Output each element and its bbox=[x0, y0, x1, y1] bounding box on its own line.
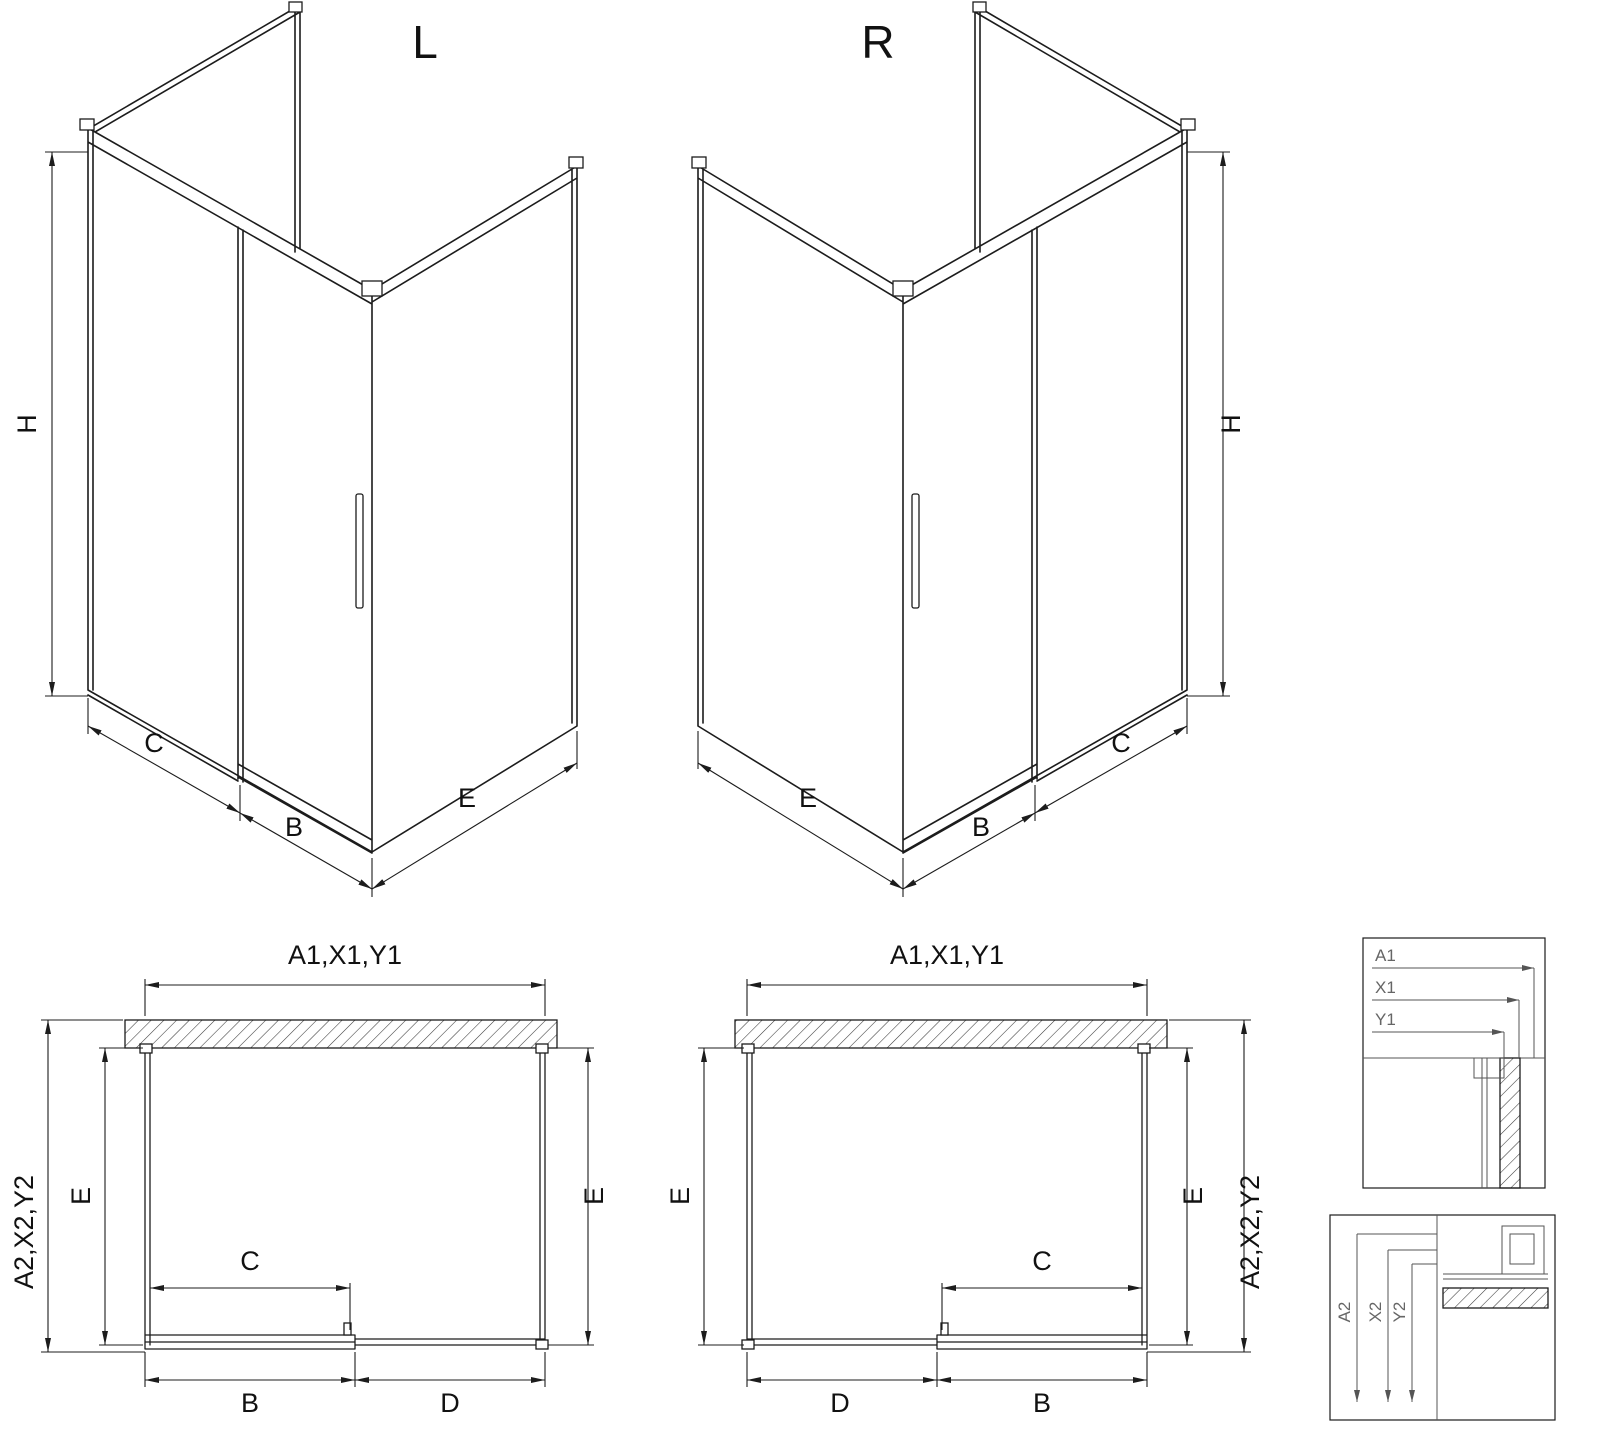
dim-e: E bbox=[371, 731, 578, 890]
wall-profile bbox=[535, 1043, 549, 1054]
dim-width: A1,X1,Y1 bbox=[746, 940, 1148, 1016]
dim-label-h: H bbox=[1216, 414, 1246, 434]
dim-d: D bbox=[355, 1352, 546, 1418]
wall-section-detail bbox=[1499, 1057, 1521, 1189]
dim-label-e-right: E bbox=[1178, 1187, 1208, 1205]
dim-label-c: C bbox=[1032, 1246, 1052, 1276]
wall-bracket bbox=[1180, 118, 1196, 131]
dim-label-width: A1,X1,Y1 bbox=[288, 940, 402, 970]
wall-section bbox=[734, 1019, 1168, 1049]
dim-e-right: E bbox=[548, 1047, 609, 1346]
mounting-profile bbox=[1501, 1225, 1545, 1275]
dim-label-h: H bbox=[12, 414, 42, 434]
view-label-left: L bbox=[412, 16, 438, 68]
dim-label-c: C bbox=[144, 728, 164, 758]
dim-label-e-left: E bbox=[665, 1187, 695, 1205]
leader-a1: A1 bbox=[1372, 946, 1535, 1058]
dim-label-depth: A2,X2,Y2 bbox=[9, 1175, 39, 1289]
detail-label-y2: Y2 bbox=[1390, 1302, 1409, 1323]
glass-panels-right-variant bbox=[697, 7, 1188, 854]
detail-box-top: A1 X1 Y1 bbox=[1362, 937, 1546, 1189]
dim-label-d: D bbox=[440, 1388, 460, 1418]
dim-depth: A2,X2,Y2 bbox=[1147, 1019, 1265, 1353]
dim-b: B bbox=[902, 812, 1036, 897]
dim-depth: A2,X2,Y2 bbox=[9, 1019, 145, 1353]
corner-profile bbox=[535, 1339, 549, 1350]
detail-box-bottom: A2 X2 Y2 bbox=[1329, 1214, 1556, 1421]
detail-label-a2: A2 bbox=[1335, 1302, 1354, 1323]
dim-b: B bbox=[144, 1352, 356, 1418]
leader-y1: Y1 bbox=[1372, 1010, 1505, 1058]
plan-glass-left-variant bbox=[144, 1047, 546, 1350]
dim-e: E bbox=[697, 731, 904, 890]
wall-bracket bbox=[972, 1, 987, 13]
dim-width: A1,X1,Y1 bbox=[144, 940, 546, 1016]
wall-face-and-glass bbox=[1436, 1215, 1548, 1420]
dim-label-b: B bbox=[241, 1388, 259, 1418]
leader-y2: Y2 bbox=[1390, 1263, 1437, 1402]
detail-label-a1: A1 bbox=[1375, 946, 1396, 965]
dim-h: H bbox=[1187, 151, 1246, 697]
dim-label-depth: A2,X2,Y2 bbox=[1235, 1175, 1265, 1289]
dim-label-c: C bbox=[240, 1246, 260, 1276]
dim-c: C bbox=[941, 1246, 1142, 1330]
dim-e-right: E bbox=[1149, 1047, 1208, 1346]
plan-glass-right-variant bbox=[746, 1047, 1148, 1350]
wall-bracket bbox=[568, 156, 584, 169]
roller-detail bbox=[1509, 1233, 1535, 1265]
dim-c: C bbox=[1034, 698, 1188, 821]
dim-label-b: B bbox=[1033, 1388, 1051, 1418]
dim-label-d: D bbox=[830, 1388, 850, 1418]
plan-view-right: A1,X1,Y1 E E A2,X2,Y2 C D bbox=[665, 940, 1265, 1418]
iso-view-left: L H C B E bbox=[12, 1, 584, 897]
door-handle bbox=[355, 493, 364, 609]
view-label-right: R bbox=[861, 16, 894, 68]
detail-frame bbox=[1362, 937, 1546, 1189]
wall-bracket bbox=[691, 156, 707, 169]
wall-bracket bbox=[79, 118, 95, 131]
dim-c: C bbox=[150, 1246, 351, 1330]
dim-d: D bbox=[746, 1352, 938, 1418]
dim-label-b: B bbox=[285, 812, 303, 842]
leader-x1: X1 bbox=[1372, 978, 1520, 1058]
wall-bracket bbox=[288, 1, 303, 13]
mounting-profile bbox=[1473, 1057, 1505, 1079]
glass-panels-left-variant bbox=[87, 7, 578, 854]
wall-profile bbox=[1137, 1043, 1151, 1054]
door-handle bbox=[343, 1322, 352, 1336]
dim-h: H bbox=[12, 151, 88, 697]
detail-frame bbox=[1329, 1214, 1556, 1421]
leader-x2: X2 bbox=[1366, 1249, 1437, 1402]
dim-label-e: E bbox=[458, 783, 476, 813]
dim-b: B bbox=[937, 1352, 1148, 1418]
detail-label-x1: X1 bbox=[1375, 978, 1396, 997]
dim-label-c: C bbox=[1111, 728, 1131, 758]
dim-c: C bbox=[87, 698, 241, 821]
door-handle bbox=[940, 1322, 949, 1336]
leader-a2: A2 bbox=[1335, 1233, 1437, 1402]
dim-e-left: E bbox=[665, 1047, 744, 1346]
dim-e-left: E bbox=[66, 1047, 143, 1346]
corner-connector bbox=[892, 280, 914, 297]
plan-view-left: A1,X1,Y1 E A2,X2,Y2 E C B bbox=[9, 940, 609, 1418]
dim-label-width: A1,X1,Y1 bbox=[890, 940, 1004, 970]
dim-label-e-left: E bbox=[66, 1187, 96, 1205]
dim-label-e-right: E bbox=[579, 1187, 609, 1205]
dim-label-b: B bbox=[972, 812, 990, 842]
wall-section-detail bbox=[1442, 1287, 1549, 1309]
dim-label-e: E bbox=[799, 783, 817, 813]
detail-label-x2: X2 bbox=[1366, 1302, 1385, 1323]
door-handle bbox=[911, 493, 920, 609]
wall-section bbox=[124, 1019, 558, 1049]
detail-label-y1: Y1 bbox=[1375, 1010, 1396, 1029]
corner-connector bbox=[361, 280, 383, 297]
iso-view-right: R H E B C bbox=[691, 1, 1246, 897]
dim-b: B bbox=[239, 812, 373, 897]
